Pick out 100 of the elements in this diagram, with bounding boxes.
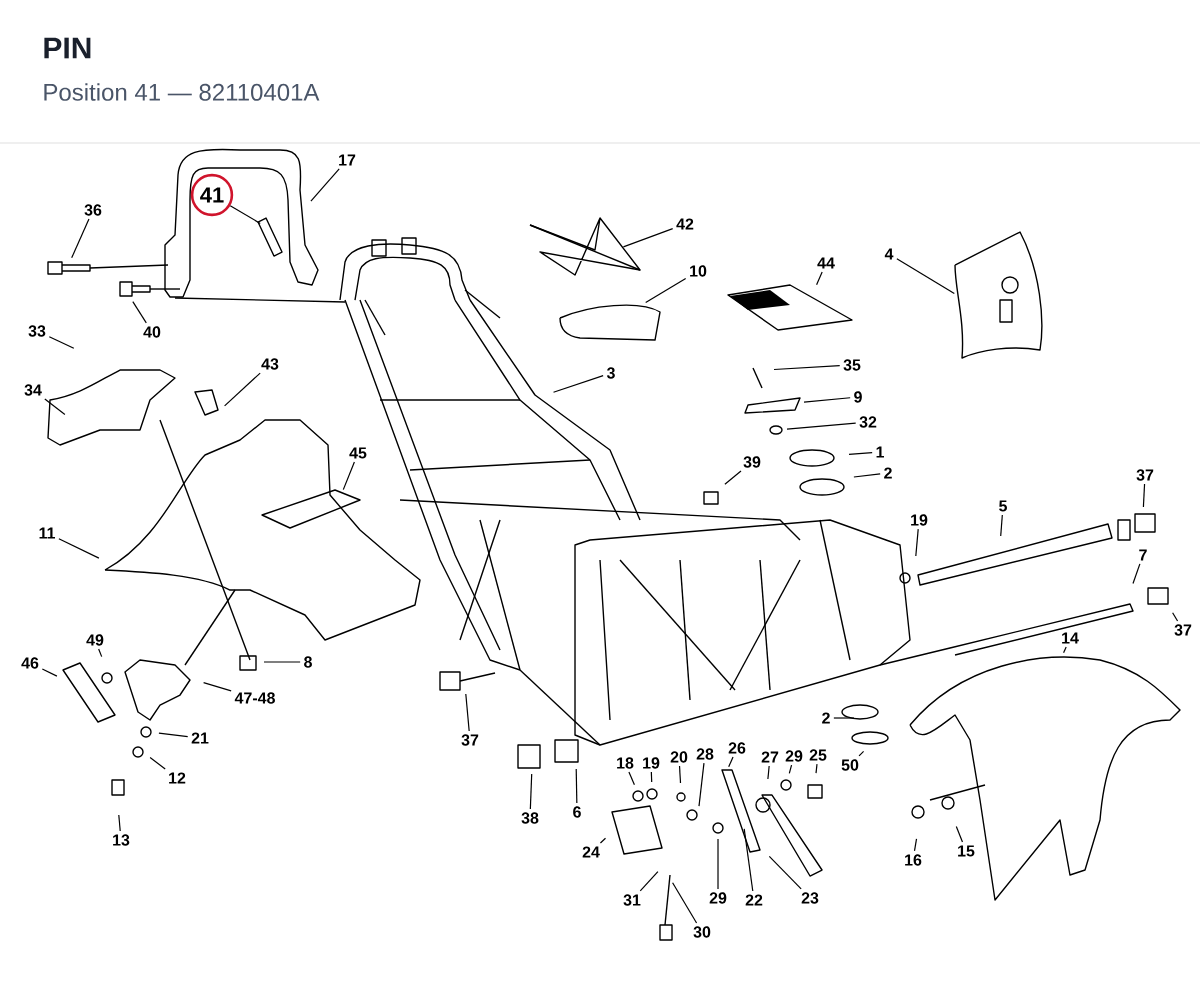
callout-number: 5 <box>999 500 1007 512</box>
callout-number: 9 <box>854 391 862 403</box>
callout-number: 8 <box>304 656 312 668</box>
leader-line <box>768 855 802 890</box>
callout-number: 37 <box>1136 469 1154 481</box>
leader-line <box>853 473 881 478</box>
leader-line <box>913 838 918 852</box>
callout-number: 20 <box>670 751 688 763</box>
callout-number: 4 <box>884 248 894 260</box>
title: PIN <box>44 37 91 59</box>
leader-line <box>41 668 58 677</box>
callout-number: 1 <box>876 446 884 458</box>
callout-number: 27 <box>761 751 779 763</box>
callout-number: 12 <box>169 772 186 784</box>
leader-line <box>650 771 653 783</box>
leader-line <box>803 397 851 403</box>
leader-line <box>743 828 754 892</box>
callout-number: 28 <box>696 748 714 760</box>
callout-number: 46 <box>21 657 39 669</box>
callout-number: 40 <box>143 326 161 338</box>
leader-line <box>833 717 855 719</box>
leader-line <box>622 228 674 248</box>
leader-line <box>767 765 770 780</box>
leader-line <box>645 277 687 303</box>
leader-line <box>848 452 873 455</box>
leader-line <box>132 301 147 324</box>
leader-line <box>158 732 189 738</box>
leader-line <box>224 372 261 407</box>
leader-line <box>672 882 698 924</box>
callout-number: 29 <box>785 750 803 762</box>
leader-line <box>58 538 100 559</box>
callout-number: 49 <box>86 634 104 646</box>
leader-line <box>149 756 166 770</box>
callout-number: 11 <box>39 527 55 539</box>
callout-number: 22 <box>745 894 763 906</box>
leader-line <box>310 168 340 202</box>
callout-number: 32 <box>859 416 877 428</box>
leader-line <box>465 693 470 732</box>
callout-number: 14 <box>1062 632 1079 644</box>
callout-number: 29 <box>709 892 727 904</box>
leader-line <box>896 258 955 294</box>
callout-number: 36 <box>84 204 102 216</box>
callout-number: 39 <box>743 456 761 468</box>
leader-line <box>1063 646 1067 654</box>
leader-line <box>724 470 742 485</box>
leader-line <box>858 750 865 757</box>
leader-line <box>628 771 635 786</box>
callout-number: 37 <box>1174 624 1192 636</box>
callout-number: 19 <box>643 757 660 769</box>
leader-line <box>575 768 578 804</box>
callout-number: 7 <box>1139 549 1147 561</box>
leader-line <box>773 365 841 371</box>
leader-line <box>203 682 232 692</box>
callout-number: 47-48 <box>234 692 275 704</box>
leader-line <box>552 375 604 393</box>
callout-number: 35 <box>843 359 861 371</box>
callout-number: 2 <box>822 712 830 724</box>
callout-number: 30 <box>693 926 711 938</box>
leader-line <box>815 763 818 774</box>
callout-number: 33 <box>28 325 46 337</box>
callout-number: 3 <box>606 367 615 379</box>
leader-line <box>678 765 682 784</box>
callout-number: 17 <box>339 154 356 166</box>
callout-number: 45 <box>349 447 367 459</box>
callout-number: 13 <box>113 834 130 846</box>
leader-line <box>263 661 301 663</box>
leader-line <box>1172 612 1179 622</box>
leader-line <box>788 764 793 774</box>
callout-number: 10 <box>690 265 707 277</box>
callout-number: 37 <box>461 734 479 746</box>
subtitle: Position 41 — 82110401A <box>44 83 320 101</box>
callout-number: 34 <box>24 384 42 396</box>
leader-line <box>529 773 533 810</box>
leader-line <box>229 205 261 224</box>
callout-number: 6 <box>573 806 581 818</box>
callout-number: 26 <box>728 742 746 754</box>
highlighted-callout-number: 41 <box>190 173 234 217</box>
callout-number: 18 <box>617 757 634 769</box>
leader-line <box>639 871 659 892</box>
callout-number: 44 <box>817 257 835 269</box>
callout-number: 2 <box>884 467 892 479</box>
leader-line <box>816 271 823 286</box>
leader-line <box>48 336 75 349</box>
callout-number: 42 <box>676 218 694 230</box>
callout-number: 23 <box>801 892 819 904</box>
callout-number: 19 <box>911 514 928 526</box>
leader-line <box>955 825 964 843</box>
leader-line <box>786 422 857 430</box>
callout-number: 31 <box>623 894 641 906</box>
leader-line <box>71 218 90 259</box>
leader-line <box>728 756 734 768</box>
leader-line <box>98 648 103 658</box>
callout-number: 24 <box>582 846 600 858</box>
callout-number: 25 <box>809 749 827 761</box>
callout-number: 15 <box>958 845 975 857</box>
leader-line <box>1132 563 1141 585</box>
leader-line <box>1142 483 1146 508</box>
leader-line <box>1000 514 1003 537</box>
leader-line <box>44 398 66 416</box>
leader-line <box>118 814 121 832</box>
